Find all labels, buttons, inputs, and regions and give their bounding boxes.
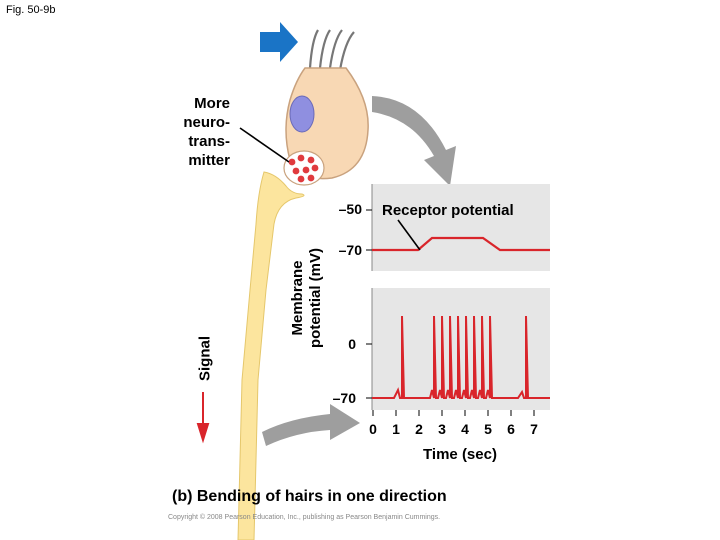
copyright-notice: Copyright © 2008 Pearson Education, Inc.… <box>168 514 440 521</box>
receptor-potential-label: Receptor potential <box>382 202 514 219</box>
nt-label-line-4: mitter <box>172 151 230 170</box>
x-tick-label-5: 5 <box>480 421 496 437</box>
bottom-tick-label--70: –70 <box>316 390 356 406</box>
x-tick-label-0: 0 <box>365 421 381 437</box>
x-tick-label-7: 7 <box>526 421 542 437</box>
x-axis-ticks <box>373 410 534 416</box>
nt-label-line-2: neuro- <box>172 113 230 132</box>
nucleus <box>290 96 314 132</box>
figure-label: Fig. 50-9b <box>6 4 56 16</box>
signal-label: Signal <box>197 314 214 404</box>
top-tick-label--50: –50 <box>322 201 362 217</box>
x-tick-label-3: 3 <box>434 421 450 437</box>
y-axis-label-line-1: Membrane <box>289 223 307 373</box>
bottom-tick-label-0: 0 <box>316 336 356 352</box>
x-tick-label-6: 6 <box>503 421 519 437</box>
nt-label-line-3: trans- <box>172 132 230 151</box>
neurotransmitter-label: More neuro- trans- mitter <box>172 94 230 170</box>
x-tick-label-1: 1 <box>388 421 404 437</box>
top-panel <box>372 184 550 271</box>
x-axis-label: Time (sec) <box>400 446 520 463</box>
x-tick-label-2: 2 <box>411 421 427 437</box>
blue-arrow-icon <box>260 22 298 62</box>
x-tick-label-4: 4 <box>457 421 473 437</box>
gray-curved-arrow-top <box>372 96 456 186</box>
top-tick-label--70: –70 <box>322 242 362 258</box>
hair-bundle <box>310 30 354 70</box>
figure-caption: (b) Bending of hairs in one direction <box>172 488 447 506</box>
gray-curved-arrow-bottom <box>262 404 360 446</box>
nt-label-line-1: More <box>172 94 230 113</box>
neurotransmitter-pointer <box>240 128 289 162</box>
